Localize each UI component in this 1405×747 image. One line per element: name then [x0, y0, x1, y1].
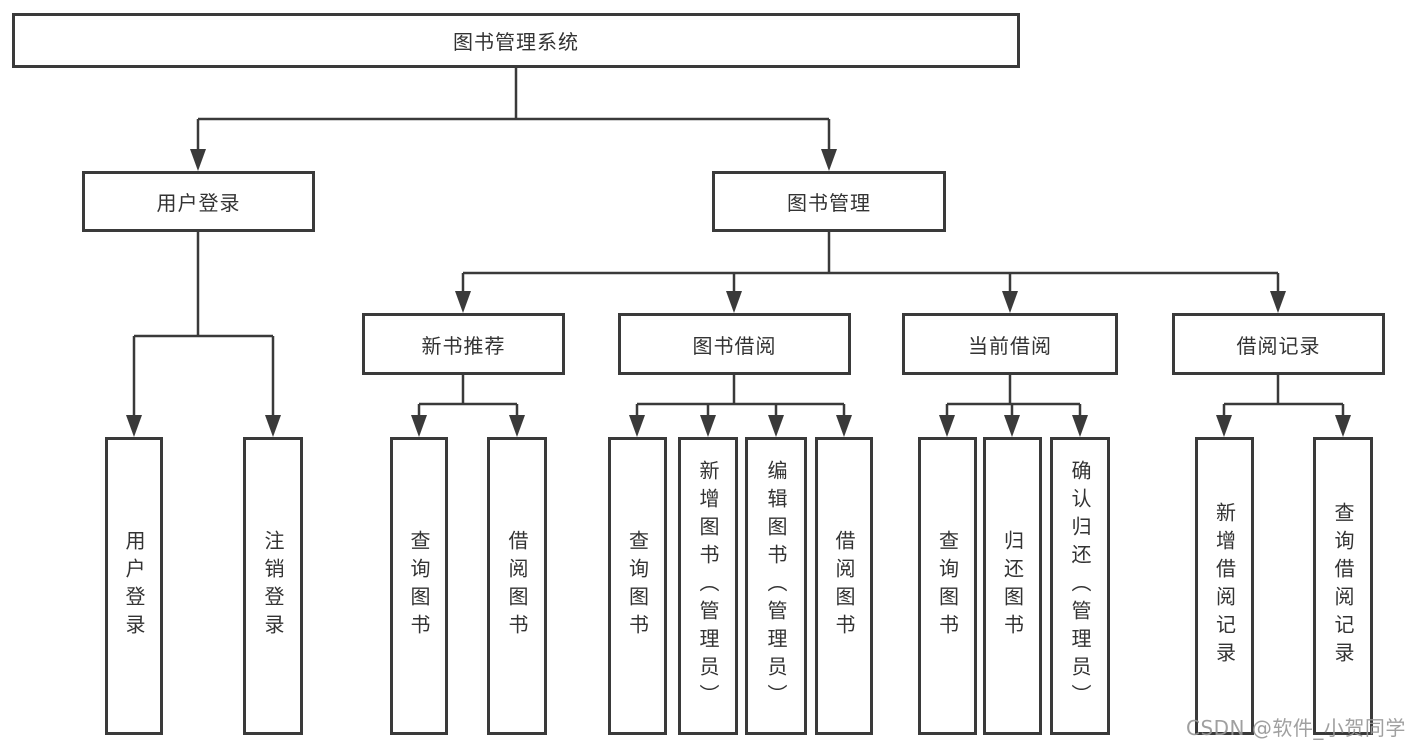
leaf-confirm-return-admin: 确认归还（管理员）: [1050, 437, 1110, 735]
arrow-down-icon: [1335, 415, 1351, 437]
arrow-down-icon: [126, 415, 142, 437]
leaf-borrow-books: 借阅图书: [815, 437, 873, 735]
connector-current-to-leaves: [939, 375, 1088, 437]
leaf-borrow-books: 借阅图书: [487, 437, 547, 735]
csdn-watermark: CSDN @软件_小贺同学: [1186, 716, 1405, 740]
arrow-down-icon: [1072, 415, 1088, 437]
leaf-query-books: 查询图书: [608, 437, 667, 735]
arrow-down-icon: [1004, 415, 1020, 437]
arrow-down-icon: [1002, 291, 1018, 313]
leaf-edit-books-admin: 编辑图书（管理员）: [745, 437, 807, 735]
arrow-down-icon: [700, 415, 716, 437]
connector-borrow-to-leaves: [629, 375, 852, 437]
leaf-logout: 注销登录: [243, 437, 303, 735]
arrow-down-icon: [265, 415, 281, 437]
arrow-down-icon: [190, 149, 206, 171]
arrow-down-icon: [1216, 415, 1232, 437]
arrow-down-icon: [821, 149, 837, 171]
leaf-user-login: 用户登录: [105, 437, 163, 735]
arrow-down-icon: [1270, 291, 1286, 313]
node-library-system: 图书管理系统: [12, 13, 1020, 68]
leaf-return-books: 归还图书: [983, 437, 1042, 735]
connector-records-to-leaves: [1216, 375, 1351, 437]
leaf-query-books: 查询图书: [918, 437, 977, 735]
arrow-down-icon: [836, 415, 852, 437]
node-book-borrow: 图书借阅: [618, 313, 851, 375]
leaf-query-borrow-record: 查询借阅记录: [1313, 437, 1373, 735]
arrow-down-icon: [509, 415, 525, 437]
arrow-down-icon: [629, 415, 645, 437]
node-new-book-recommend: 新书推荐: [362, 313, 565, 375]
arrow-down-icon: [455, 291, 471, 313]
connector-login-to-leaves: [126, 232, 281, 437]
arrow-down-icon: [768, 415, 784, 437]
node-book-management: 图书管理: [712, 171, 946, 232]
arrow-down-icon: [939, 415, 955, 437]
connector-root-to-level2: [190, 68, 837, 171]
node-borrow-records: 借阅记录: [1172, 313, 1385, 375]
node-current-borrow: 当前借阅: [902, 313, 1118, 375]
connector-recommend-to-leaves: [411, 375, 525, 437]
leaf-query-books: 查询图书: [390, 437, 448, 735]
leaf-add-books-admin: 新增图书（管理员）: [678, 437, 738, 735]
leaf-add-borrow-record: 新增借阅记录: [1195, 437, 1254, 735]
node-user-login: 用户登录: [82, 171, 315, 232]
arrow-down-icon: [411, 415, 427, 437]
arrow-down-icon: [726, 291, 742, 313]
connector-mgmt-to-level3: [455, 232, 1286, 313]
